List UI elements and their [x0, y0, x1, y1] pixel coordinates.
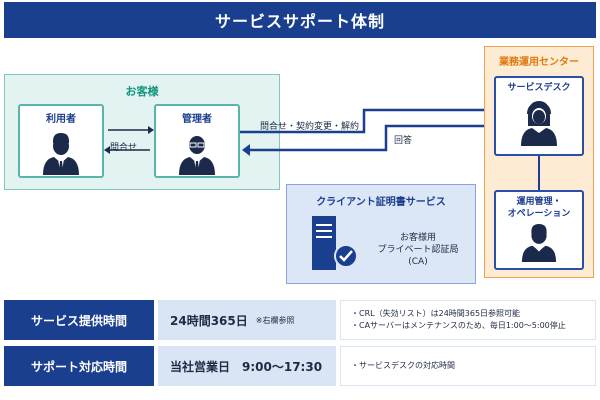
- service-hours-note: ※右欄参照: [255, 315, 295, 325]
- service-desk-label: サービスデスク: [507, 83, 571, 93]
- support-hours-note-1: ・サービスデスクの対応時間: [351, 361, 455, 370]
- ops-connector-line: [538, 156, 540, 190]
- page-title: サービスサポート体制: [4, 2, 596, 38]
- service-desk-card: サービスデスク: [494, 76, 584, 156]
- ca-server-icon: [312, 216, 358, 270]
- support-hours-header: サポート対応時間: [4, 346, 154, 386]
- support-hours-value: 当社営業日 9:00〜17:30: [158, 346, 336, 386]
- admin-person-icon: [179, 136, 215, 175]
- user-card: 利用者: [18, 104, 104, 178]
- support-hours-main: 当社営業日 9:00〜17:30: [170, 359, 323, 374]
- service-hours-note-2: ・CAサーバーはメンテナンスのため、毎日1:00〜5:00停止: [351, 321, 566, 330]
- service-hours-main: 24時間365日: [170, 313, 248, 328]
- inquiry-arrows: [104, 126, 154, 154]
- admin-label: 管理者: [182, 114, 212, 125]
- operations-label-line2: オペレーション: [507, 209, 571, 219]
- admin-card: 管理者: [154, 104, 240, 178]
- operations-label-line1: 運用管理・: [516, 197, 562, 207]
- service-hours-value: 24時間365日 ※右欄参照: [158, 300, 336, 340]
- ca-service-title: クライアント証明書サービス: [316, 197, 446, 208]
- ca-line2: プライベート認証局: [377, 245, 459, 255]
- service-hours-header: サービス提供時間: [4, 300, 154, 340]
- service-hours-note-1: ・CRL（失効リスト）は24時間365日参照可能: [351, 309, 521, 318]
- ca-line1: お客様用: [399, 233, 436, 243]
- ca-description: お客様用 プライベート認証局 (CA): [364, 232, 472, 268]
- support-hours-notes: ・サービスデスクの対応時間: [340, 346, 596, 386]
- operations-center-title: 業務運用センター: [499, 57, 579, 68]
- inquiry-label: 問合せ: [110, 143, 138, 153]
- ca-line3: (CA): [408, 257, 428, 267]
- user-person-icon: [43, 133, 79, 175]
- operator-person-icon: [521, 223, 557, 262]
- outgoing-flow-label: 問合せ・契約変更・解約: [260, 122, 360, 132]
- service-hours-notes: ・CRL（失効リスト）は24時間365日参照可能 ・CAサーバーはメンテナンスの…: [340, 300, 596, 340]
- customer-group-title: お客様: [125, 85, 159, 98]
- operator-headset-icon: [521, 101, 557, 146]
- operations-card: 運用管理・ オペレーション: [494, 190, 584, 270]
- reply-flow-label: 回答: [394, 136, 413, 146]
- user-label: 利用者: [46, 114, 76, 125]
- operations-label: 運用管理・ オペレーション: [508, 196, 571, 220]
